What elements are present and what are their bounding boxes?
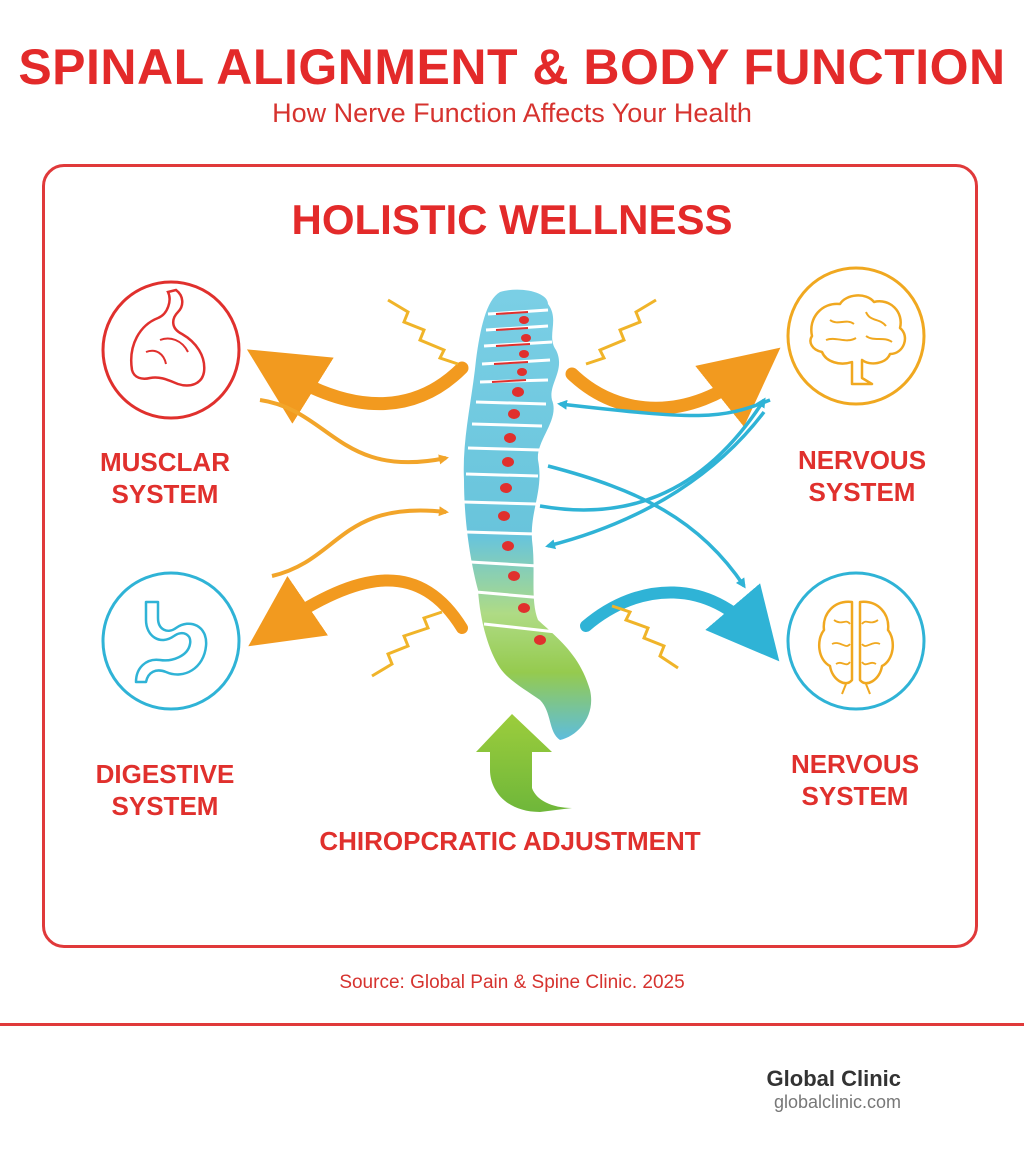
diagram-panel [42, 164, 978, 948]
blue-thin-arrow [539, 397, 766, 512]
nervous-system-top-label: NERVOUS SYSTEM [797, 445, 927, 507]
orange-thin-arrow [271, 506, 449, 578]
panel-title: HOLISTIC WELLNESS [291, 196, 733, 243]
digestive-system-label: DIGESTIVE SYSTEM [95, 759, 235, 821]
nervous-top-thick-arrow [565, 347, 781, 427]
digestive-thick-arrow [248, 574, 468, 647]
blue-thin-arrow [557, 398, 771, 418]
brain-top-icon [786, 571, 926, 711]
muscular-system-label: MUSCLAR SYSTEM [100, 447, 230, 509]
brain-side-icon [786, 266, 926, 406]
orange-thin-arrow [259, 398, 449, 465]
footer-divider [0, 1023, 1024, 1026]
zigzag-energy-lines [371, 298, 679, 678]
adjustment-arrow [476, 714, 572, 812]
flexed-arm-icon [101, 280, 241, 420]
nervous-bottom-thick-arrow [580, 583, 780, 662]
blue-thin-arrow [547, 464, 746, 589]
spine-illustration [463, 289, 592, 740]
brand-name: Global Clinic [766, 1066, 901, 1091]
brand-url[interactable]: globalclinic.com [773, 1092, 901, 1112]
muscular-thick-arrow [246, 349, 469, 424]
page-subtitle: How Nerve Function Affects Your Health [272, 98, 752, 128]
nervous-system-bottom-label: NERVOUS SYSTEM [790, 749, 920, 811]
source-note: Source: Global Pain & Spine Clinic. 2025 [339, 972, 685, 993]
adjustment-label: CHIROPCRATIC ADJUSTMENT [319, 826, 701, 856]
stomach-icon [101, 571, 241, 711]
page-title: SPINAL ALIGNMENT & BODY FUNCTION [18, 39, 1006, 95]
blue-thin-arrow [545, 410, 766, 550]
